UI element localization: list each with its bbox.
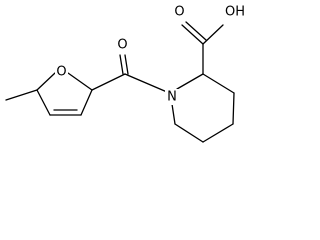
carbonyl-oxygen-label: O (117, 38, 127, 53)
furan-bond-c4-c5 (36, 89, 51, 116)
furan-bond-c5-o (36, 72, 56, 91)
ring-bond-c4-c5 (202, 123, 234, 143)
acid-oh-bond (202, 24, 224, 45)
structure-diagram: O O N O OH (5, 4, 247, 143)
furan-bond-c2-c3 (80, 89, 93, 116)
methyl-bond (5, 89, 38, 101)
ring-bond-c6-n (171, 103, 176, 125)
carbonyl-double-bond-b (124, 54, 129, 75)
furan-carbonyl-bond (91, 73, 126, 91)
furan-oxygen-label: O (56, 65, 66, 80)
hydroxyl-label: OH (225, 5, 245, 20)
acid-double-bond-a (181, 24, 204, 45)
acid-carbonyl-oxygen-label: O (174, 5, 184, 20)
nitrogen-label: N (167, 90, 177, 105)
ring-bond-c3-c4 (232, 92, 235, 125)
carbonyl-double-bond-a (119, 54, 124, 75)
furan-bond-o-c2 (67, 72, 93, 91)
acid-double-bond-b (185, 21, 207, 41)
carbonyl-nitrogen-bond (124, 73, 168, 93)
ring-bond-c5-c6 (174, 123, 204, 143)
ring-bond-c2-c3 (202, 73, 235, 94)
ring-bond-n-c2 (176, 73, 204, 90)
